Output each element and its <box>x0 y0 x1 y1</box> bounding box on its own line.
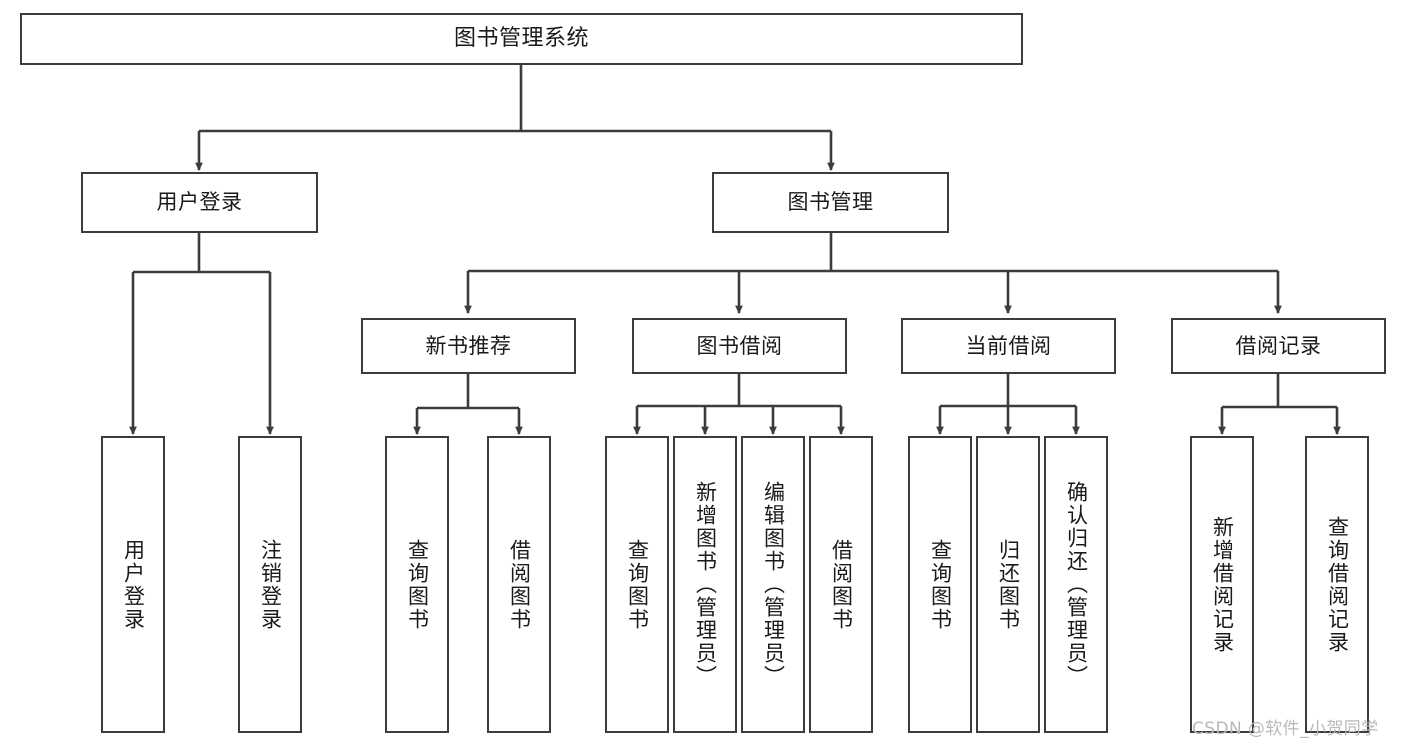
node-label: 图书管理 <box>787 190 874 215</box>
leaf-book-borrow-add-book-admin[interactable]: 新增图书（管理员） <box>673 436 737 733</box>
node-new-book-recommend[interactable]: 新书推荐 <box>361 318 576 374</box>
node-label: 编辑图书（管理员） <box>761 481 786 688</box>
leaf-current-borrow-confirm-return-admin[interactable]: 确认归还（管理员） <box>1044 436 1108 733</box>
node-label: 用户登录 <box>121 538 146 631</box>
node-label: 查询图书 <box>625 538 650 631</box>
leaf-book-borrow-edit-book-admin[interactable]: 编辑图书（管理员） <box>741 436 805 733</box>
node-label: 归还图书 <box>996 538 1021 631</box>
node-book-management[interactable]: 图书管理 <box>712 172 949 233</box>
node-label: 注销登录 <box>258 538 283 631</box>
leaf-borrow-record-query-record[interactable]: 查询借阅记录 <box>1305 436 1369 733</box>
node-label: 借阅记录 <box>1235 333 1322 358</box>
node-label: 当前借阅 <box>965 333 1052 358</box>
node-label: 借阅图书 <box>829 538 854 631</box>
leaf-user-login-logout[interactable]: 注销登录 <box>238 436 302 733</box>
node-label: 借阅图书 <box>507 538 532 631</box>
node-label: 新书推荐 <box>425 333 512 358</box>
node-label: 确认归还（管理员） <box>1064 481 1089 688</box>
node-label: 新增借阅记录 <box>1210 515 1235 654</box>
node-label: 查询借阅记录 <box>1325 515 1350 654</box>
node-label: 查询图书 <box>405 538 430 631</box>
leaf-book-borrow-query-book[interactable]: 查询图书 <box>605 436 669 733</box>
leaf-current-borrow-query-book[interactable]: 查询图书 <box>908 436 972 733</box>
node-label: 查询图书 <box>928 538 953 631</box>
leaf-new-book-query-book[interactable]: 查询图书 <box>385 436 449 733</box>
leaf-borrow-record-add-record[interactable]: 新增借阅记录 <box>1190 436 1254 733</box>
node-borrow-record[interactable]: 借阅记录 <box>1171 318 1386 374</box>
node-current-borrow[interactable]: 当前借阅 <box>901 318 1116 374</box>
node-label: 新增图书（管理员） <box>693 481 718 688</box>
leaf-new-book-borrow-book[interactable]: 借阅图书 <box>487 436 551 733</box>
node-user-login[interactable]: 用户登录 <box>81 172 318 233</box>
node-label: 图书管理系统 <box>453 26 589 52</box>
leaf-user-login-login[interactable]: 用户登录 <box>101 436 165 733</box>
node-label: 用户登录 <box>156 190 243 215</box>
leaf-book-borrow-borrow-book[interactable]: 借阅图书 <box>809 436 873 733</box>
leaf-current-borrow-return-book[interactable]: 归还图书 <box>976 436 1040 733</box>
node-root-book-management-system[interactable]: 图书管理系统 <box>20 13 1023 65</box>
node-book-borrow[interactable]: 图书借阅 <box>632 318 847 374</box>
node-label: 图书借阅 <box>696 333 783 358</box>
